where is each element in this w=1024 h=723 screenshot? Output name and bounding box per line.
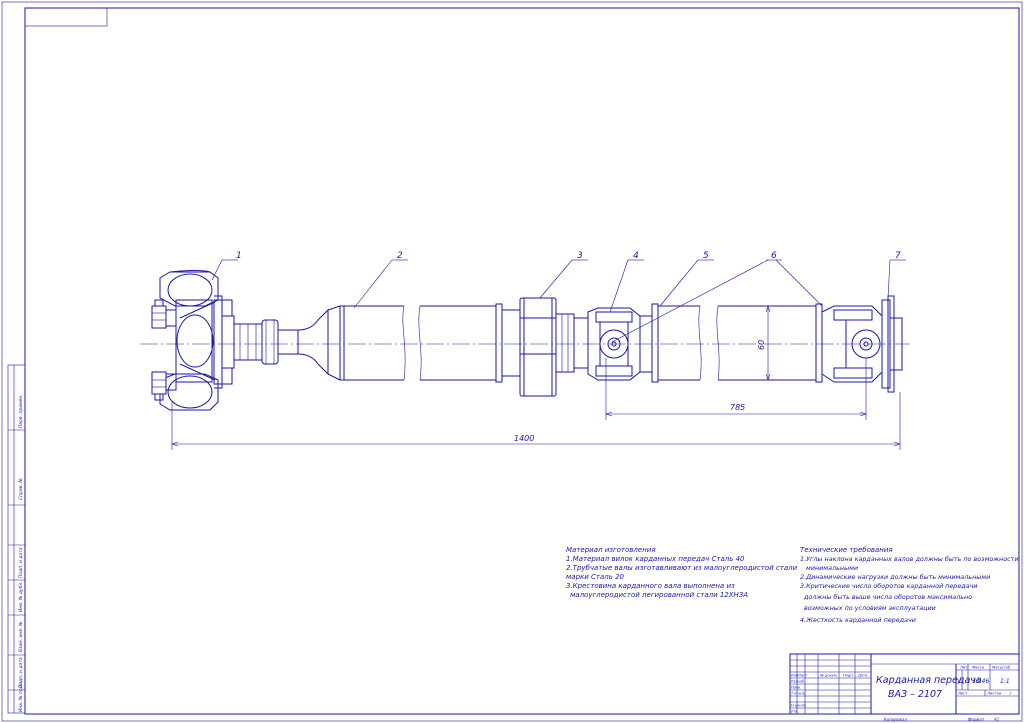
tb-row-prov: Пров.: [791, 686, 801, 690]
materials-line-5: малоуглеродистой легированной стали 12ХН…: [570, 591, 748, 599]
intermediate-support: [519, 297, 575, 397]
title-block: [789, 653, 1020, 715]
leader-lines: [211, 259, 906, 343]
materials-title: Материал изготовления: [566, 546, 656, 554]
balloon-4: 4: [633, 251, 639, 261]
tb-scale-label: Масштаб: [992, 665, 1011, 670]
tb-format-label: Формат: [968, 717, 985, 722]
materials-notes: Материал изготовления 1.Материал вилок к…: [566, 546, 798, 599]
tb-col-date: Дата: [857, 674, 867, 678]
tb-row-utv: Утв.: [791, 710, 799, 714]
requirements-line-3: 2.Динамические нагрузки должны быть мини…: [800, 573, 990, 581]
side-label-4: Взам. инв. №: [18, 621, 24, 652]
tb-lit-label: Лит.: [959, 665, 969, 670]
balloon-5: 5: [703, 251, 709, 261]
side-label-5: Подп. и дата: [18, 657, 24, 688]
materials-line-2: 2.Трубчатые валы изготавливают из малоуг…: [566, 564, 798, 572]
tb-row-tkontr: Т.контр.: [791, 692, 807, 696]
materials-line-3: марки Сталь 20: [566, 573, 625, 581]
requirements-line-7: 4.Жесткость карданной передачи: [800, 616, 916, 624]
tb-col-izm: Изм: [791, 674, 799, 678]
tb-lit-value: У: [958, 679, 962, 685]
tb-col-doc: № докум.: [819, 674, 838, 678]
materials-line-4: 3.Крестовина карданного вала выполнена и…: [566, 582, 735, 590]
side-label-1: Справ. №: [18, 478, 24, 500]
requirements-line-6: возможных по условиям эксплуатации: [804, 604, 936, 612]
dim-1400: [171, 392, 901, 450]
side-label-2: Подп. и дата: [18, 547, 24, 578]
tb-sheets-label: Листов: [986, 691, 1002, 696]
requirements-title: Технические требования: [800, 546, 893, 554]
dim-785: [605, 358, 867, 420]
balloon-2: 2: [397, 251, 403, 261]
tb-mass-value: 10,46: [972, 678, 989, 685]
dim-1400-value: 1400: [514, 434, 534, 443]
tb-row-nkontr: Н.контр.: [791, 704, 807, 708]
requirements-line-1: 1.Углы наклона карданных валов должны бы…: [800, 555, 1019, 563]
tb-mass-label: Масса: [972, 665, 985, 670]
tb-col-sign: Подп.: [843, 674, 854, 678]
tb-title-line-2: ВАЗ – 2107: [888, 689, 942, 700]
requirements-line-4: 3.Критические число оборотов карданной п…: [800, 582, 978, 590]
dim-785-value: 785: [730, 403, 745, 412]
side-stamp: Перв. примен. Справ. № Подп. и дата Инв.…: [7, 364, 26, 714]
materials-line-1: 1.Материал вилок карданных передач Сталь…: [566, 555, 745, 563]
rear-tube: [651, 303, 823, 383]
spline-shaft: [233, 308, 329, 376]
cardan-shaft-drawing: 1 2 3 4 5 6 7 60 785 1400: [140, 251, 910, 450]
balloon-6: 6: [771, 251, 777, 261]
tb-col-list: Лист: [797, 674, 808, 678]
tb-sheets-value: 1: [1009, 691, 1011, 696]
tb-scale-value: 1:1: [1000, 678, 1010, 685]
tb-format-value: А1: [993, 717, 999, 722]
balloon-1: 1: [236, 251, 242, 261]
balloon-3: 3: [577, 251, 583, 261]
requirements-line-2: минимальными: [806, 564, 858, 572]
side-label-3: Инв. № дубл.: [18, 581, 24, 612]
side-label-6: Инв. № подл.: [18, 681, 24, 712]
inner-frame: [24, 7, 1020, 715]
balloon-7: 7: [895, 251, 901, 261]
front-tube: [327, 303, 520, 383]
tb-title-line-1: Карданная передача: [876, 675, 982, 686]
requirements-notes: Технические требования 1.Углы наклона ка…: [800, 546, 1019, 624]
dim-diameter: [765, 305, 771, 381]
tb-copied: Копировал: [884, 717, 907, 722]
tb-row-razrab: Разраб.: [791, 680, 805, 684]
dim-diameter-value: 60: [757, 340, 766, 350]
top-left-stamp: [24, 7, 108, 27]
requirements-line-5: должны быть выше числа оборотов максимал…: [803, 593, 972, 601]
side-label-0: Перв. примен.: [18, 394, 24, 428]
front-flange-yoke: [151, 270, 235, 411]
tb-sheet-label: Лист: [957, 691, 968, 696]
